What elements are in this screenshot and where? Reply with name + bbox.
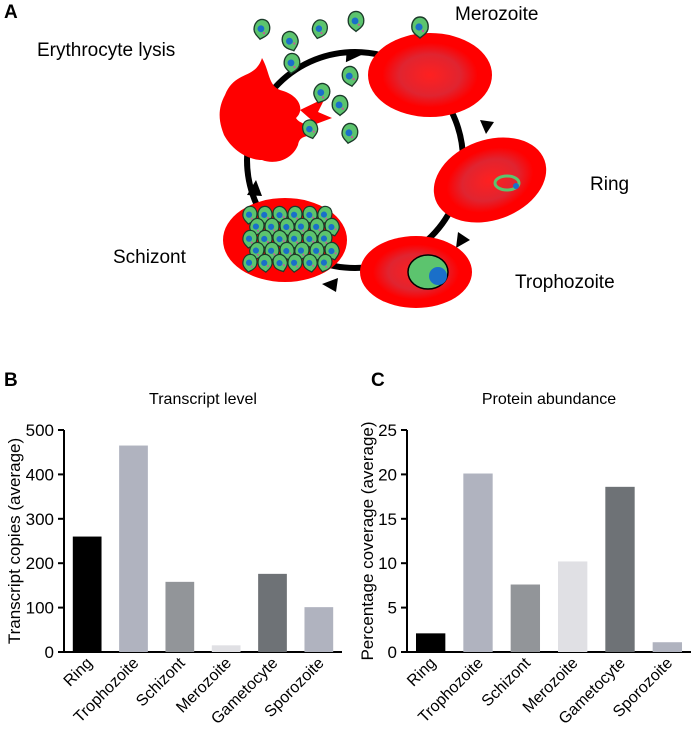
bar-ring bbox=[415, 633, 446, 652]
y-tick-label: 15 bbox=[378, 510, 397, 529]
chart-title: Protein abundance bbox=[482, 391, 616, 408]
schizont-merozoite bbox=[272, 253, 288, 273]
y-axis-label: Transcript copies (average) bbox=[5, 438, 24, 644]
y-tick-label: 10 bbox=[378, 554, 397, 573]
bar-merozoite bbox=[211, 645, 241, 652]
ring-nucleus bbox=[513, 183, 519, 189]
label-trophozoite: Trophozoite bbox=[515, 272, 615, 293]
bar-merozoite bbox=[557, 561, 588, 652]
free-merozoites bbox=[253, 10, 429, 145]
bar-sporozoite bbox=[652, 642, 683, 652]
schizont-merozoites bbox=[242, 205, 340, 273]
label-ring: Ring bbox=[590, 174, 629, 195]
y-tick-label: 200 bbox=[26, 554, 54, 573]
bar-schizont bbox=[165, 581, 195, 652]
life-cycle-diagram: A bbox=[0, 0, 699, 330]
x-tick-label: Ring bbox=[404, 655, 439, 690]
x-tick-label: Ring bbox=[61, 655, 96, 690]
cycle-arrow-4 bbox=[322, 278, 338, 292]
schizont-merozoite bbox=[302, 253, 318, 273]
schizont-merozoite bbox=[257, 253, 273, 273]
lysis-fragment bbox=[300, 98, 332, 124]
y-tick-label: 100 bbox=[26, 599, 54, 618]
y-tick-label: 0 bbox=[388, 643, 397, 662]
free-merozoite bbox=[347, 10, 365, 33]
schizont-merozoite bbox=[287, 253, 303, 273]
y-tick-label: 5 bbox=[388, 599, 397, 618]
cycle-arrow-3 bbox=[456, 232, 470, 248]
bar-trophozoite bbox=[463, 473, 493, 652]
bar-gametocyte bbox=[258, 573, 287, 652]
schizont-merozoite bbox=[242, 253, 258, 273]
cycle-arrow-1 bbox=[345, 54, 362, 63]
free-merozoite bbox=[302, 119, 319, 140]
chart-title: Transcript level bbox=[149, 391, 257, 408]
bar-gametocyte bbox=[605, 486, 635, 652]
y-tick-label: 0 bbox=[45, 643, 54, 662]
bar-sporozoite bbox=[304, 607, 334, 652]
free-merozoite bbox=[281, 30, 299, 52]
life-cycle-svg: Merozoite Ring Trophozoite Schizont Eryt… bbox=[37, 4, 629, 308]
bar-trophozoite bbox=[119, 445, 148, 652]
chart-b-svg: B Transcript level 0 100 200 300 400 500Transcr… bbox=[4, 370, 342, 728]
ring-parasite bbox=[493, 174, 521, 192]
free-merozoite bbox=[283, 52, 301, 75]
y-tick-label: 400 bbox=[26, 465, 54, 484]
label-erythrocyte-lysis: Erythrocyte lysis bbox=[37, 40, 175, 61]
panel-letter-b: B bbox=[4, 370, 18, 391]
free-merozoite bbox=[341, 65, 359, 88]
y-axis-label: Percentage coverage (average) bbox=[358, 421, 377, 660]
bar-ring bbox=[72, 536, 102, 652]
y-tick-label: 20 bbox=[378, 465, 397, 484]
free-merozoite bbox=[331, 94, 349, 117]
erythrocyte-ring bbox=[433, 137, 547, 223]
bar-schizont bbox=[510, 584, 541, 652]
y-tick-label: 300 bbox=[26, 510, 54, 529]
cycle-arrow-5 bbox=[247, 180, 262, 196]
erythrocyte-top bbox=[368, 33, 492, 117]
cycle-arrow-2 bbox=[480, 120, 494, 134]
free-merozoite bbox=[253, 18, 271, 41]
label-schizont: Schizont bbox=[113, 247, 187, 268]
free-merozoite bbox=[411, 16, 429, 39]
free-merozoite bbox=[313, 82, 331, 104]
free-merozoite bbox=[341, 122, 359, 145]
panel-letter-c: C bbox=[371, 370, 385, 391]
trophozoite-nucleus bbox=[429, 267, 447, 285]
y-tick-label: 500 bbox=[26, 421, 54, 440]
y-tick-label: 25 bbox=[378, 421, 397, 440]
label-merozoite: Merozoite bbox=[455, 4, 538, 25]
schizont-merozoite bbox=[317, 253, 333, 273]
free-merozoite bbox=[311, 19, 328, 40]
panel-letter-a: A bbox=[4, 2, 18, 23]
lysed-erythrocyte bbox=[219, 58, 318, 162]
